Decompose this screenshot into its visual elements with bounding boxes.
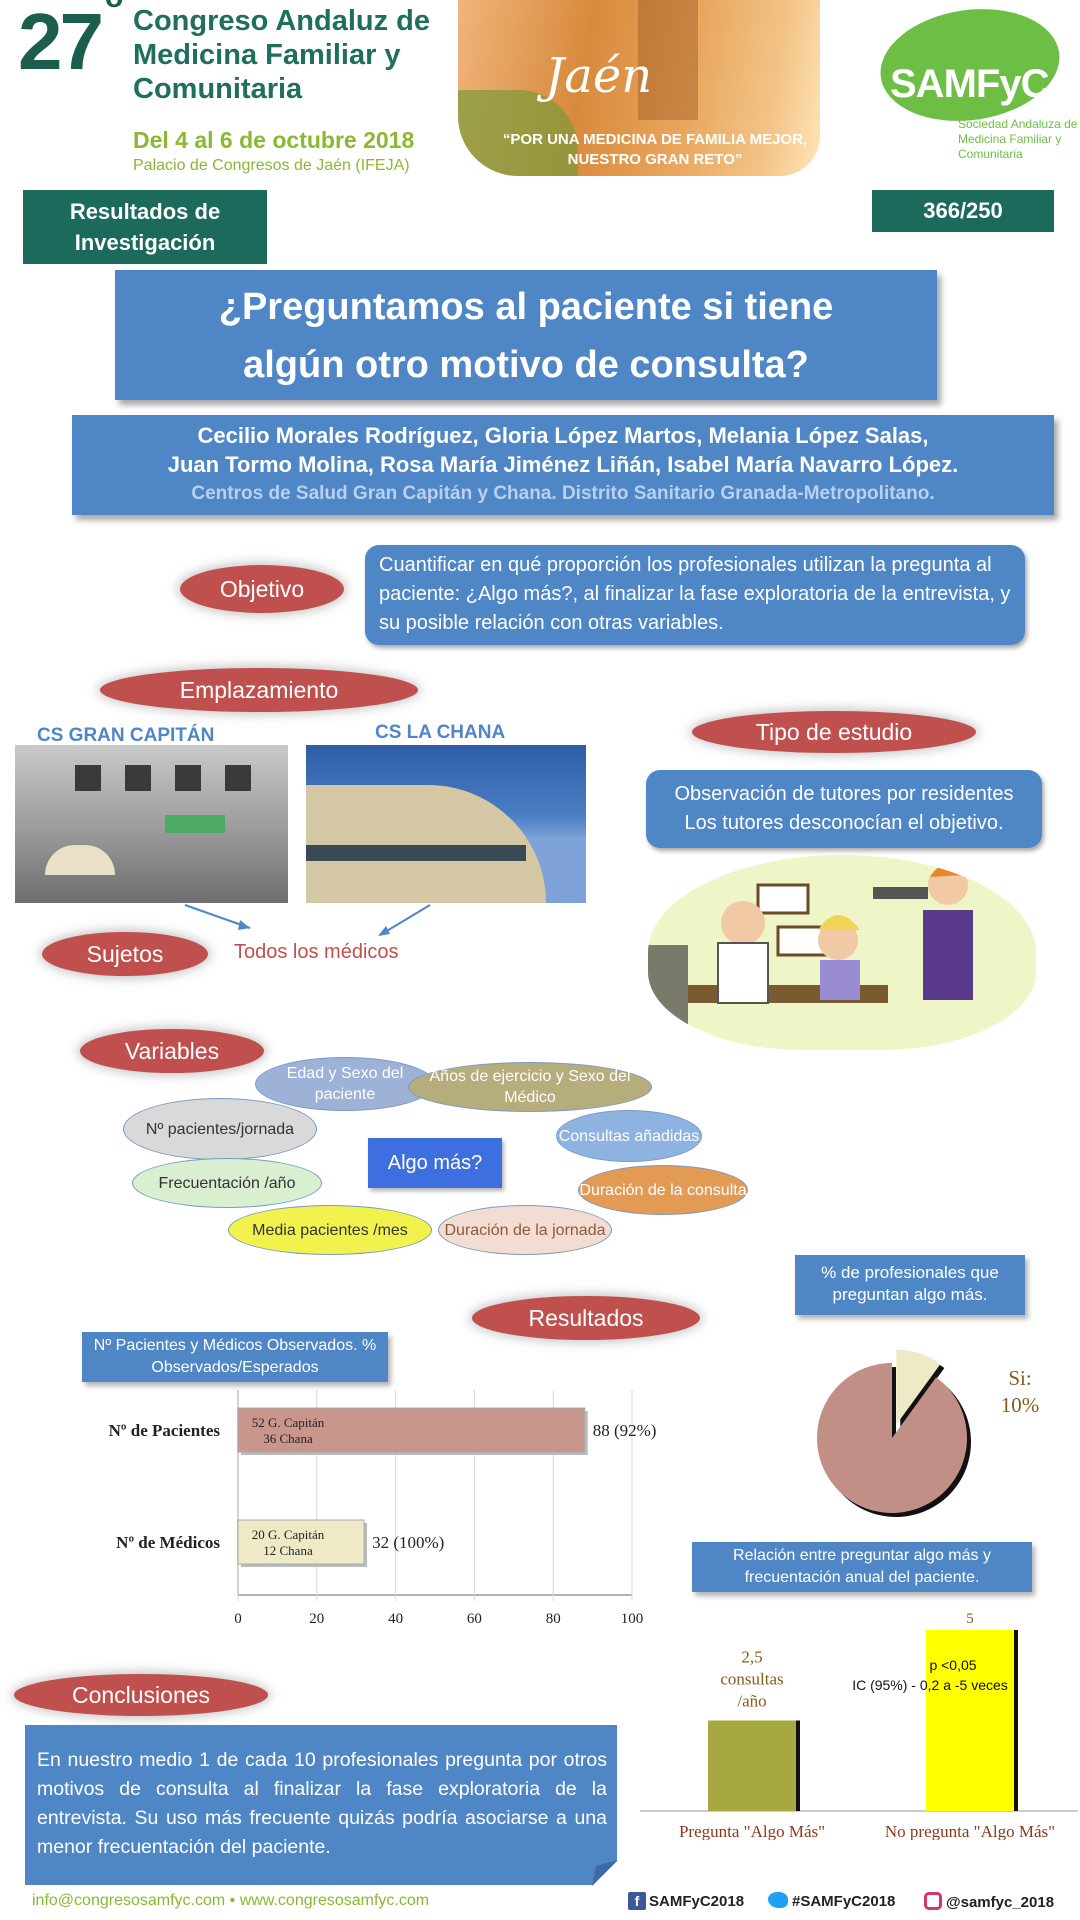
chart1-bar-label: 52 G. Capitán	[252, 1415, 325, 1430]
emplazamiento-label: Emplazamiento	[100, 668, 418, 712]
resultados-label: Resultados	[472, 1296, 700, 1340]
chart1-bar-label: 12 Chana	[263, 1543, 313, 1558]
congress-venue: Palacio de Congresos de Jaén (IFEJA)	[133, 157, 410, 174]
chart1-bar-label: 20 G. Capitán	[252, 1527, 325, 1542]
site-label-la-chana: CS LA CHANA	[375, 722, 506, 743]
chart3-title: Relación entre preguntar algo más y frec…	[692, 1542, 1032, 1592]
variable-oval: Frecuentación /año	[132, 1158, 322, 1208]
chart1-x-tick-label: 60	[467, 1611, 482, 1627]
congress-title: Congreso Andaluz de Medicina Familiar y …	[133, 5, 430, 105]
chart1-category-label: Nº de Pacientes	[109, 1421, 221, 1440]
instagram-handle: @samfyc_2018	[924, 1892, 1054, 1911]
algo-mas-center-box: Algo más?	[368, 1138, 502, 1188]
chart1-x-tick-label: 80	[546, 1611, 561, 1627]
chart1-bar	[237, 1519, 365, 1565]
pie-label: Si:	[1008, 1366, 1031, 1390]
poster-code-badge: 366/250	[872, 190, 1054, 232]
chart1-x-tick-label: 100	[621, 1611, 644, 1627]
chart3-annotation: IC (95%) - 0,2 a -5 veces	[852, 1677, 1008, 1693]
variable-oval: Duración de la jornada	[438, 1205, 612, 1255]
pie-slice	[817, 1363, 967, 1513]
variable-oval: Media pacientes /mes	[228, 1205, 432, 1255]
chart3-value-label: 5	[966, 1611, 974, 1627]
chart1-value-label: 88 (92%)	[593, 1421, 657, 1440]
patients-doctors-bar-chart: 0 20 40 60 80 100 Nº de Pacientes 88 (92%) 52 G.…	[109, 1390, 657, 1627]
chart1-category-label: Nº de Médicos	[116, 1533, 220, 1552]
chart1-bar	[237, 1407, 586, 1453]
observation-cartoon-image	[648, 855, 1036, 1050]
affiliation: Centros de Salud Gran Capitán y Chana. D…	[191, 483, 935, 504]
footer-contact: info@congresosamfyc.com • www.congresosa…	[32, 1892, 430, 1909]
twitter-icon	[768, 1892, 788, 1908]
chart1-title: Nº Pacientes y Médicos Observados. % Obs…	[82, 1332, 388, 1382]
congress-motto: “POR UNA MEDICINA DE FAMILIA MEJOR,NUEST…	[502, 131, 808, 168]
chart3-value-label: 2,5	[741, 1648, 762, 1667]
ask-more-pie-chart: Si: 10%	[817, 1349, 1040, 1517]
facebook-icon: f	[628, 1892, 646, 1910]
city-name: Jaén	[545, 48, 653, 104]
variable-oval: Duración de la consulta	[578, 1165, 748, 1215]
instagram-icon	[924, 1892, 942, 1910]
chart1-x-tick-label: 40	[388, 1611, 403, 1627]
authors-line: Juan Tormo Molina, Rosa María Jiménez Li…	[167, 452, 959, 477]
variable-oval: Edad y Sexo del paciente	[255, 1057, 435, 1111]
pie-label: 10%	[1001, 1393, 1040, 1417]
twitter-handle: #SAMFyC2018	[768, 1892, 895, 1910]
site-label-gran-capitan: CS GRAN CAPITÁN	[37, 725, 215, 746]
tipo-estudio-label: Tipo de estudio	[692, 711, 976, 753]
la-chana-photo	[306, 745, 586, 903]
jaen-banner-image	[458, 0, 820, 176]
authors-block: Cecilio Morales Rodríguez, Gloria López …	[72, 415, 1054, 515]
chart2-title: % de profesionales que preguntan algo má…	[795, 1255, 1025, 1315]
variable-oval: Consultas añadidas	[556, 1110, 702, 1162]
objetivo-label: Objetivo	[180, 565, 344, 613]
chart1-x-tick-label: 20	[309, 1611, 324, 1627]
chart3-category-label: No pregunta "Algo Más"	[885, 1822, 1055, 1840]
sujetos-text: Todos los médicos	[234, 941, 399, 963]
samfyc-logo-text: SAMFyC	[890, 62, 1049, 106]
chart1-value-label: 32 (100%)	[372, 1533, 444, 1552]
chart1-x-tick-label: 0	[234, 1611, 242, 1627]
category-badge: Resultados de Investigación	[23, 190, 267, 264]
chart3-value-label: consultas	[720, 1670, 783, 1689]
conclusiones-text: En nuestro medio 1 de cada 10 profesiona…	[25, 1725, 617, 1885]
chart3-bar	[926, 1630, 1014, 1811]
chart3-bar	[708, 1720, 796, 1811]
samfyc-logo-subtitle: Sociedad Andaluza de Medicina Familiar y…	[958, 117, 1078, 161]
variable-oval: Nº pacientes/jornada	[123, 1098, 317, 1160]
congress-dates: Del 4 al 6 de octubre 2018	[133, 127, 415, 153]
gran-capitan-photo	[15, 745, 288, 903]
sujetos-label: Sujetos	[42, 932, 208, 976]
photo-arrows	[184, 904, 431, 936]
frequency-bar-chart: Pregunta "Algo Más" No pregunta "Algo Más…	[640, 1611, 1078, 1840]
chart3-category-label: Pregunta "Algo Más"	[679, 1822, 825, 1840]
conclusiones-label: Conclusiones	[14, 1674, 268, 1716]
objetivo-text: Cuantificar en qué proporción los profes…	[365, 545, 1025, 645]
pie-slice	[896, 1349, 941, 1425]
chart3-value-label: /año	[737, 1692, 766, 1711]
edition-number: 27o	[18, 0, 123, 86]
page-curl-icon	[592, 1860, 618, 1886]
variables-label: Variables	[80, 1029, 264, 1073]
variable-oval: Años de ejercicio y Sexo del Médico	[408, 1062, 652, 1112]
chart3-annotation: p <0,05	[929, 1657, 976, 1673]
authors-line: Cecilio Morales Rodríguez, Gloria López …	[197, 423, 929, 448]
chart1-bar-label: 36 Chana	[263, 1431, 313, 1446]
